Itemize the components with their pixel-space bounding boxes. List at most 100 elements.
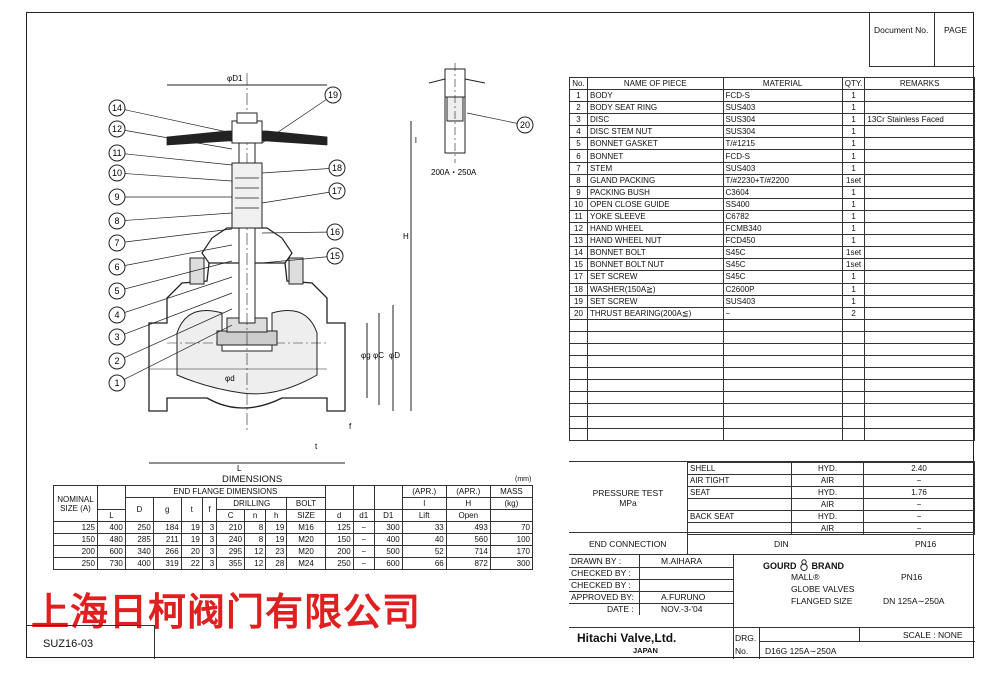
dim-cell: 23 (265, 545, 288, 558)
parts-row-empty (569, 391, 975, 405)
parts-cell: BODY SEAT RING (586, 101, 724, 115)
dim-cell: 266 (152, 545, 182, 558)
dim-cell: 200 (324, 545, 354, 558)
parts-cell: BONNET (586, 149, 724, 163)
dim-l: l (415, 136, 417, 145)
dim-cell: 40 (401, 533, 447, 546)
parts-cell: S45C (722, 258, 843, 272)
detail-label: 200A・250A (431, 168, 477, 177)
parts-cell: C3604 (722, 185, 843, 199)
dim-L: L (237, 464, 242, 473)
parts-header-cell: QTY. (841, 77, 866, 90)
dim-cell: 200 (53, 545, 98, 558)
dim-cell: 12 (244, 557, 267, 570)
scale: SCALE : NONE (903, 630, 963, 640)
parts-cell: FCMB340 (722, 222, 843, 236)
parts-cell: 1 (841, 270, 866, 284)
parts-header-cell: MATERIAL (722, 77, 843, 90)
pressure-item: SHELL (687, 462, 792, 475)
dim-cell: M16 (286, 521, 326, 534)
drawn-by: M.AIHARA (661, 556, 703, 566)
dim-cell: 8 (244, 533, 267, 546)
parts-cell: THRUST BEARING(200A≦) (586, 306, 724, 320)
approved-by-label: APPROVED BY: (571, 592, 634, 602)
parts-row-empty (569, 342, 975, 357)
callout-4: 4 (108, 276, 233, 324)
dim-cell: 12 (244, 545, 267, 558)
parts-cell (864, 222, 975, 236)
parts-cell: DISC STEM NUT (586, 125, 724, 139)
parts-row-empty (569, 318, 975, 332)
dim-cell: 52 (401, 545, 447, 558)
dim-header-mass: MASS (489, 485, 534, 498)
parts-cell: STEM (586, 161, 724, 175)
callout-number: 16 (330, 227, 340, 237)
callout-18: 18 (261, 159, 346, 177)
flanged-size: DN 125A∼250A (883, 596, 945, 606)
checked-by-label-2: CHECKED BY : (571, 580, 631, 590)
brand: GOURD BRAND (763, 559, 845, 572)
flanged-size-label: FLANGED SIZE (791, 596, 853, 606)
parts-cell: 8 (569, 173, 588, 187)
callout-9: 9 (108, 188, 232, 206)
parts-cell: 1 (841, 137, 866, 151)
pressure-value: 1.76 (863, 486, 975, 499)
page-label: PAGE (944, 25, 967, 35)
dim-cell: 3 (201, 557, 218, 570)
parts-cell: 1 (841, 101, 866, 115)
parts-cell: 14 (569, 246, 588, 260)
dim-cell: 19 (265, 521, 288, 534)
dim-header-col: D1 (373, 509, 403, 522)
checked-by-label-1: CHECKED BY : (571, 568, 631, 578)
callout-number: 3 (114, 332, 119, 342)
parts-cell: 7 (569, 161, 588, 175)
no-label: No. (735, 646, 749, 656)
pressure-value: − (863, 474, 975, 487)
callout-7: 7 (108, 228, 233, 252)
dim-cell: 19 (180, 533, 203, 546)
callout-10: 10 (108, 164, 233, 182)
pressure-item: SEAT (687, 486, 792, 499)
parts-cell: 1 (841, 149, 866, 163)
dim-cell: 600 (373, 557, 403, 570)
parts-cell (864, 161, 975, 175)
title-block: DRAWN BY : M.AIHARA CHECKED BY : CHECKED… (569, 555, 975, 659)
drg-label: DRG. (735, 633, 757, 643)
pressure-value: − (863, 498, 975, 511)
dim-cell: 210 (216, 521, 246, 534)
callout-5: 5 (108, 260, 233, 300)
end-connection-value: DIN (774, 539, 789, 549)
parts-cell: SUS403 (722, 101, 843, 115)
callout-number: 18 (332, 163, 342, 173)
parts-cell: 1 (841, 282, 866, 296)
drawing-number: D16G 125A∼250A (765, 646, 837, 656)
parts-cell (864, 197, 975, 211)
dim-header-col: n (244, 509, 267, 522)
parts-row-empty (569, 330, 975, 344)
callout-number: 7 (114, 238, 119, 248)
parts-cell: SET SCREW (586, 270, 724, 284)
dim-cell: 150 (324, 533, 354, 546)
parts-cell: 1 (841, 294, 866, 308)
callout-3: 3 (108, 292, 233, 346)
parts-cell: 11 (569, 209, 588, 224)
parts-cell: 1 (841, 197, 866, 211)
dim-header-apr1: (APR.) (401, 485, 447, 498)
dim-d: φd (225, 374, 235, 383)
dim-cell: 319 (152, 557, 182, 570)
pressure-value: − (863, 522, 975, 535)
pressure-value: − (863, 510, 975, 523)
dim-header-open: Open (445, 509, 491, 522)
gourd-logo-icon (800, 559, 808, 572)
callout-14: 14 (108, 99, 233, 134)
parts-cell (864, 137, 975, 151)
parts-cell: 10 (569, 197, 588, 211)
end-connection-rating: PN16 (915, 539, 937, 549)
